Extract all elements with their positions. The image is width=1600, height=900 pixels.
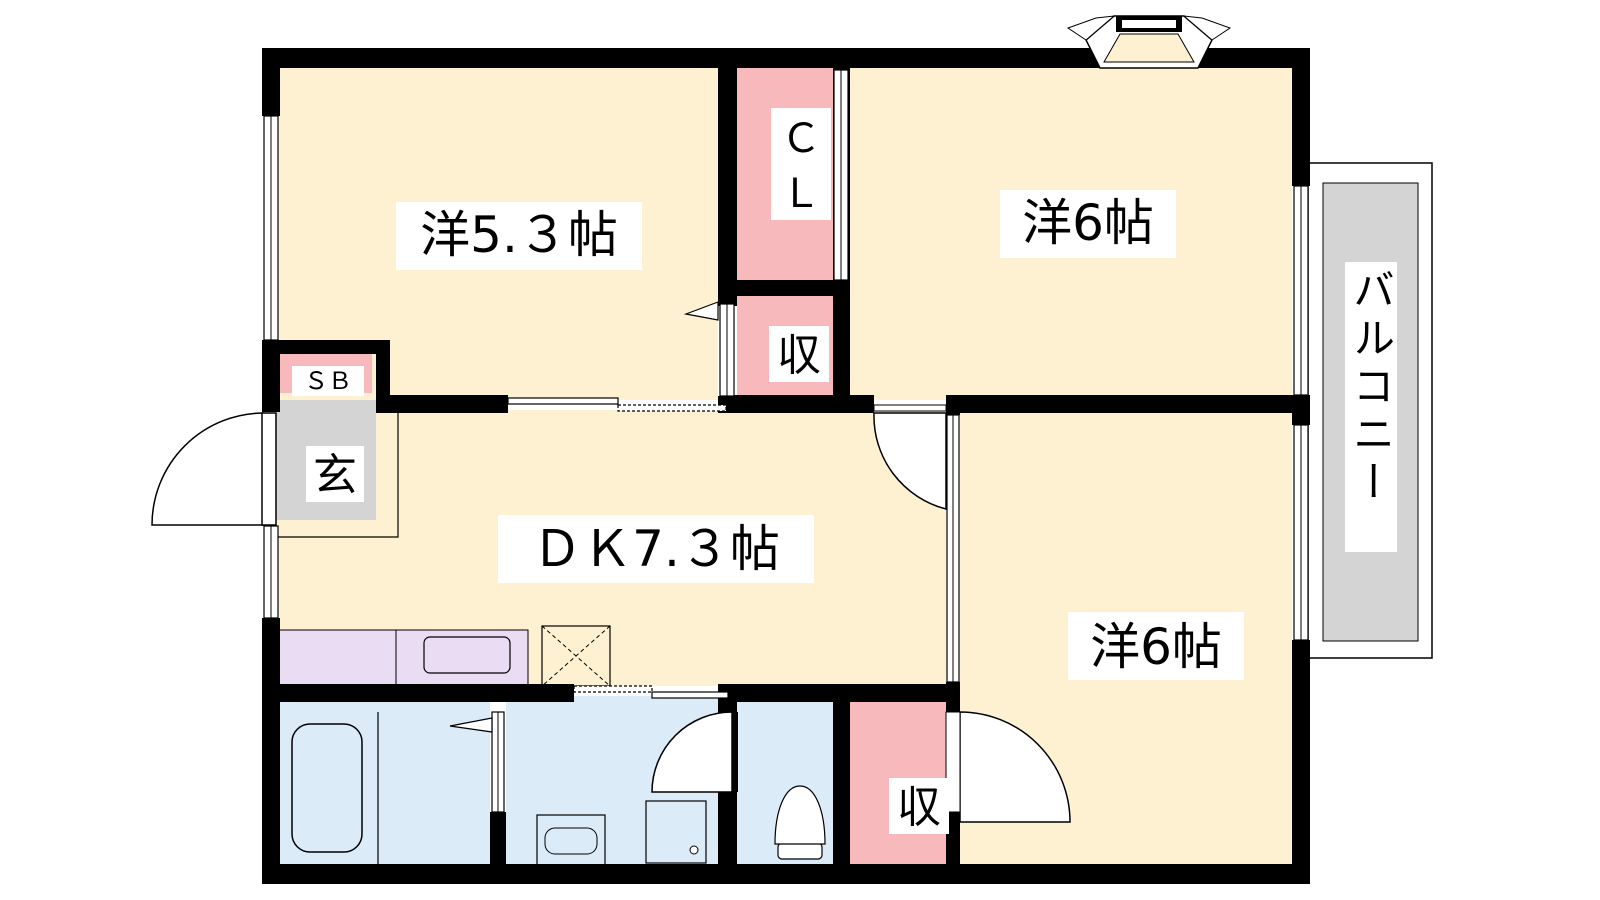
bathtub	[291, 723, 363, 853]
label-western-b: 洋6帖	[1022, 194, 1154, 252]
label-bg-western-c	[1068, 612, 1244, 680]
label-bg-dk	[498, 515, 814, 583]
label-bg-western-a	[396, 202, 642, 270]
label-closet-c: Ｃ	[781, 116, 821, 162]
washing-machine-space	[645, 800, 707, 864]
kitchen-sink	[423, 636, 511, 674]
label-bg-entrance	[306, 446, 364, 502]
fridge-space-cross-2	[541, 625, 611, 687]
toilet-bowl	[774, 785, 826, 845]
label-storage-bottom: 収	[897, 782, 941, 833]
label-shoe-box: ＳＢ	[304, 367, 352, 395]
sliding-door-washroom	[573, 685, 653, 693]
door-leaf	[873, 404, 947, 412]
door-west-b	[873, 412, 947, 510]
door-leaf	[945, 711, 961, 813]
label-bg-storage-bottom	[889, 778, 949, 834]
label-closet-l: Ｌ	[781, 171, 821, 217]
label-bg-closet	[771, 108, 831, 220]
sliding-door-west-a-panel	[617, 404, 727, 412]
sliding-door-washroom-panel	[651, 691, 729, 699]
sliding-door-west-a	[507, 397, 619, 405]
entrance-step	[278, 411, 399, 538]
open-direction-marker	[683, 301, 719, 321]
entrance-door	[151, 412, 265, 526]
bay-window	[1066, 15, 1232, 69]
walls	[262, 48, 1310, 884]
toilet-tank	[777, 842, 823, 860]
swing-doors	[151, 412, 1071, 823]
label-entrance: 玄	[313, 450, 357, 501]
label-western-c: 洋6帖	[1090, 618, 1222, 676]
open-direction-marker	[449, 717, 493, 733]
balcony-label-bg	[1345, 262, 1397, 552]
label-bg-storage-top	[769, 326, 829, 382]
door-west-c	[959, 711, 1071, 823]
entrance-door-leaf	[261, 412, 277, 526]
washing-machine-drain	[689, 845, 699, 855]
label-bg-shoe-box	[292, 366, 364, 396]
wash-basin-bowl	[544, 827, 598, 855]
door-leaf	[734, 712, 738, 792]
label-western-a: 洋5.３帖	[420, 206, 618, 264]
label-bg-western-b	[1000, 190, 1176, 258]
label-balcony: バルコニー	[1347, 268, 1396, 508]
label-storage-top: 収	[777, 330, 821, 381]
label-dk: ＤＫ7.３帖	[532, 520, 780, 578]
door-toilet	[651, 711, 733, 793]
